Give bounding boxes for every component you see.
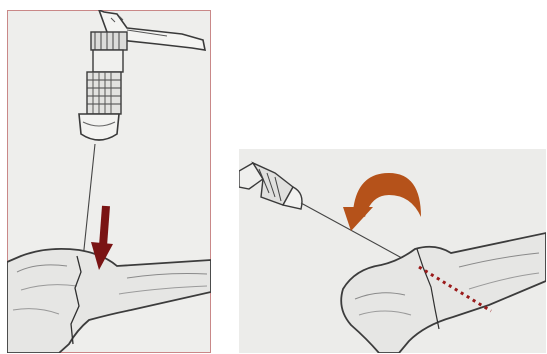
rotation-illustration xyxy=(239,149,546,353)
wire-insertion-illustration xyxy=(7,10,211,353)
wire-insertion-panel xyxy=(7,10,211,353)
rotation-panel xyxy=(239,149,546,353)
